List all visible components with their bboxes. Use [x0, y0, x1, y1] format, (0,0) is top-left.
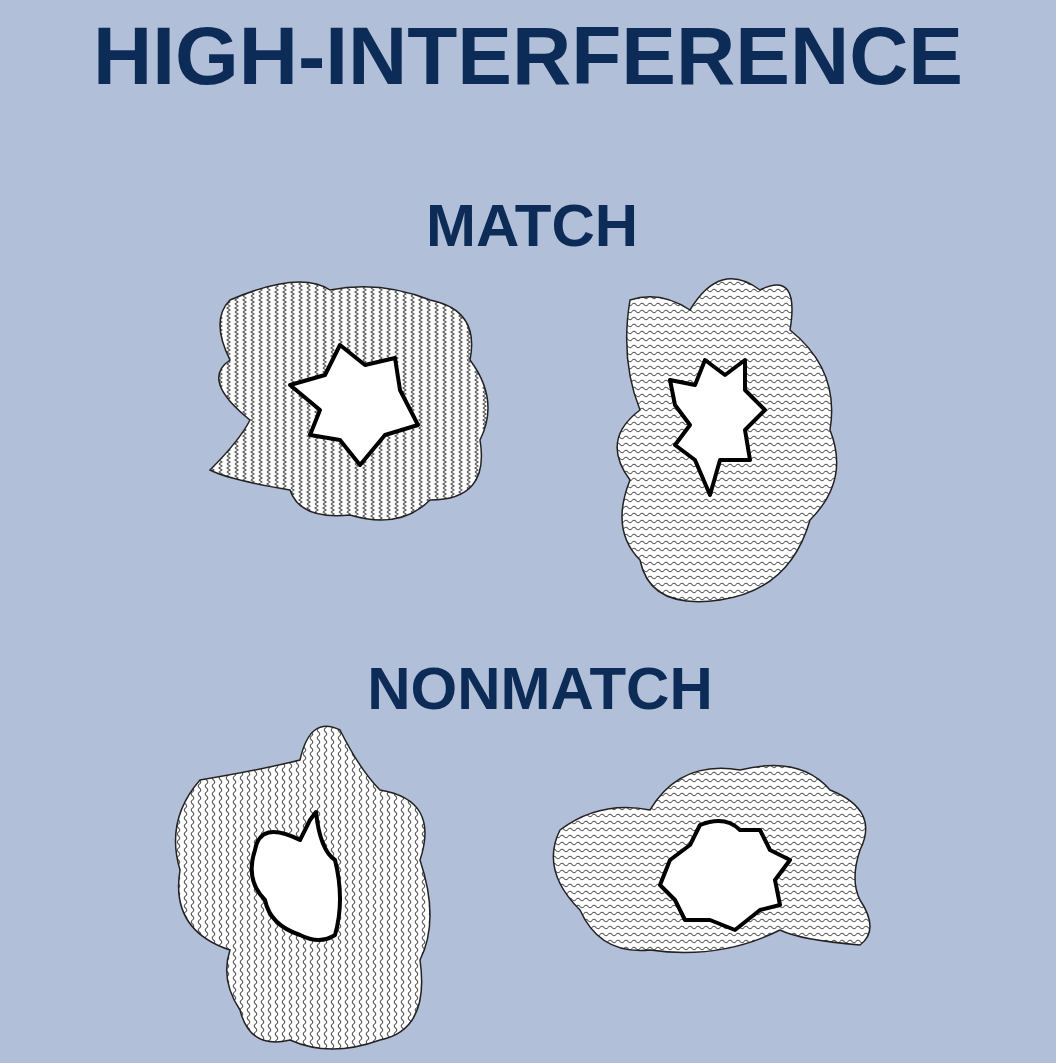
textured-blob [617, 279, 837, 602]
inner-shape [252, 812, 340, 940]
inner-shape [670, 360, 765, 495]
inner-shape [660, 821, 790, 930]
group-label: MATCH [426, 196, 638, 256]
diagram-title: HIGH-INTERFERENCE [93, 15, 963, 97]
inner-shape [290, 345, 418, 465]
textured-blob [210, 282, 488, 520]
textured-blob [176, 726, 431, 1049]
group-label: NONMATCH [367, 659, 713, 719]
textured-blob [553, 766, 870, 953]
